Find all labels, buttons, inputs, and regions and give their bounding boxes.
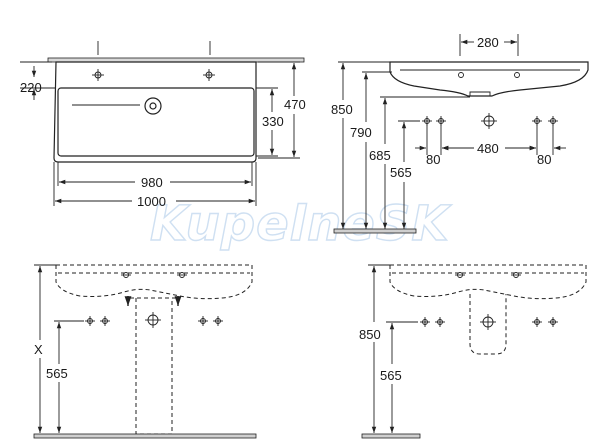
dim-x: X [34, 342, 43, 357]
dim-280: 280 [477, 35, 499, 50]
drain-connection-icon [480, 314, 496, 330]
tap-hole-icon [92, 69, 104, 81]
drain-connection-icon [145, 312, 161, 328]
floor [33, 433, 257, 439]
dim-850: 850 [359, 327, 381, 342]
connection-icon [422, 116, 446, 126]
dim-470: 470 [284, 97, 306, 112]
dim-80-left: 80 [426, 152, 440, 167]
dim-790: 790 [350, 125, 372, 140]
watermark: KupelneSK [150, 196, 452, 252]
connection-icon [420, 317, 558, 327]
connection-icon [532, 116, 558, 126]
tap-hole-icon [203, 69, 215, 81]
dim-220: 220 [20, 80, 42, 95]
front-view-semipedestal: 850 565 [359, 264, 587, 439]
dim-565: 565 [380, 368, 402, 383]
dim-480: 480 [477, 141, 499, 156]
tap-hole-icon [121, 272, 187, 278]
tap-hole-icon [455, 272, 521, 278]
drain-connection-icon [481, 113, 497, 129]
dim-330: 330 [262, 114, 284, 129]
dim-685: 685 [369, 148, 391, 163]
top-view: 220 470 330 980 1000 [20, 41, 306, 209]
dim-80-right: 80 [537, 152, 551, 167]
connection-icon [85, 316, 223, 326]
side-view: 280 850 790 685 565 [331, 34, 589, 234]
dim-850: 850 [331, 102, 353, 117]
dim-565: 565 [390, 165, 412, 180]
floor [333, 228, 417, 234]
dim-565: 565 [46, 366, 68, 381]
floor [361, 433, 421, 439]
front-view-pedestal: X 565 [33, 264, 257, 439]
dim-980: 980 [141, 175, 163, 190]
tap-hole-icon [458, 72, 520, 78]
dim-1000: 1000 [137, 194, 166, 209]
